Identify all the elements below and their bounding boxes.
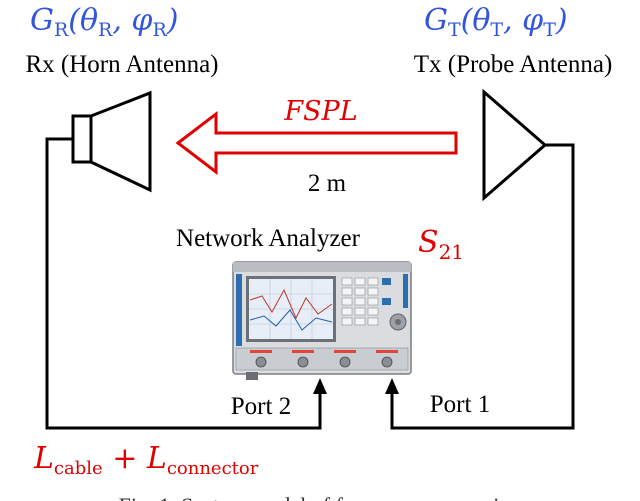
connector-loss-subscript: connector [167, 458, 259, 479]
distance-label: 2 m [308, 170, 347, 197]
s21-subscript: 21 [439, 240, 464, 264]
port1-label: Port 1 [430, 391, 490, 418]
tx-gain-args-close: ) [555, 3, 568, 38]
port2-arrow-icon [313, 378, 327, 394]
port2-label: Port 2 [231, 393, 291, 420]
horn-antenna-icon [71, 90, 152, 193]
s21-symbol: S [418, 225, 439, 260]
rx-gain-symbol: G [30, 3, 54, 38]
loss-plus: + [103, 441, 147, 476]
tx-gain-args-sep: , φ [503, 3, 543, 38]
rx-gain-expression: GR(θR, φR) [30, 3, 178, 41]
cable-loss-subscript: cable [54, 458, 103, 479]
network-analyzer-icon [232, 261, 412, 380]
figure-caption: Fig. 1. System model of free space measu… [119, 493, 522, 501]
rx-gain-args-close: ) [166, 3, 179, 38]
tx-gain-args-open: (θ [461, 3, 491, 38]
rx-gain-args-open: (θ [68, 3, 98, 38]
rx-cable [45, 137, 322, 430]
cable-loss-symbol: L [33, 441, 54, 476]
rx-theta-subscript: R [98, 19, 113, 41]
fspl-arrow-icon [175, 110, 458, 176]
tx-cable [390, 143, 575, 430]
rx-phi-subscript: R [152, 19, 167, 41]
port1-arrow-icon [385, 378, 399, 394]
tx-gain-subscript: T [448, 19, 461, 41]
network-analyzer-label: Network Analyzer [176, 225, 361, 252]
tx-phi-subscript: T [543, 19, 556, 41]
connector-loss-symbol: L [146, 441, 167, 476]
tx-gain-symbol: G [424, 3, 448, 38]
s21-parameter: S21 [418, 225, 464, 264]
tx-label: Tx (Probe Antenna) [414, 51, 613, 78]
probe-antenna-icon [482, 88, 548, 202]
tx-gain-expression: GT(θT, φT) [424, 3, 568, 41]
rx-gain-subscript: R [54, 19, 69, 41]
rx-label: Rx (Horn Antenna) [25, 51, 218, 78]
fspl-label: FSPL [283, 96, 357, 127]
tx-theta-subscript: T [490, 19, 503, 41]
rx-gain-args-sep: , φ [112, 3, 152, 38]
cable-connector-loss: Lcable + Lconnector [33, 441, 259, 479]
